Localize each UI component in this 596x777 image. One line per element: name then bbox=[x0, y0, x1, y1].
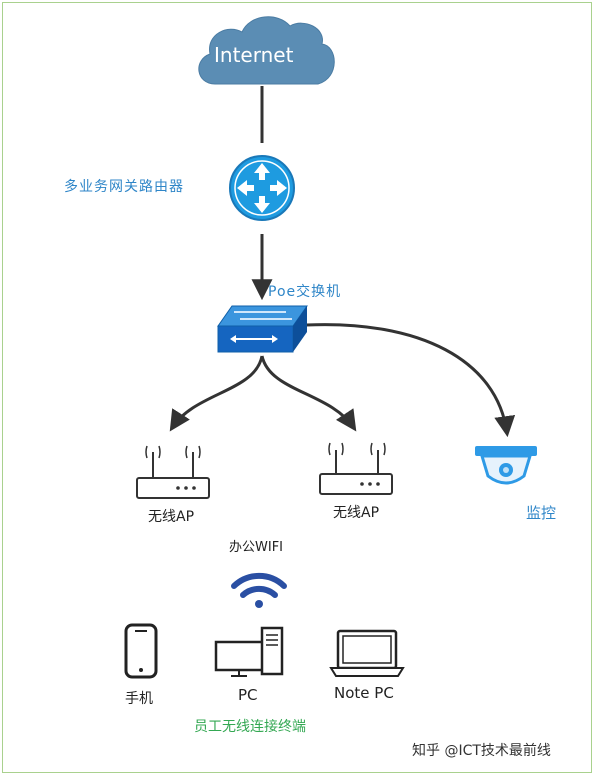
cloud-icon bbox=[198, 16, 335, 85]
pc-label: PC bbox=[238, 686, 258, 704]
switch-camera-link bbox=[305, 323, 516, 438]
access-point-icon-left bbox=[136, 445, 210, 499]
office-wifi-label: 办公WIFI bbox=[229, 540, 283, 555]
camera-label: 监控 bbox=[526, 504, 557, 522]
router-label: 多业务网关路由器 bbox=[64, 179, 184, 195]
switch-ap-left-link bbox=[169, 355, 264, 432]
internet-label: Internet bbox=[214, 43, 294, 67]
switch-icon bbox=[217, 305, 308, 353]
ap-right-label: 无线AP bbox=[333, 505, 380, 521]
watermark: 知乎 @ICT技术最前线 bbox=[412, 743, 551, 759]
desktop-pc-icon bbox=[214, 626, 284, 677]
router-icon bbox=[229, 155, 295, 221]
phone-icon bbox=[124, 623, 158, 679]
ap-left-label: 无线AP bbox=[148, 509, 195, 525]
access-point-icon-right bbox=[319, 442, 393, 495]
poe-switch-label: Poe交换机 bbox=[268, 284, 342, 300]
terminals-label: 员工无线连接终端 bbox=[194, 719, 306, 735]
wifi-icon bbox=[231, 572, 287, 608]
camera-icon bbox=[475, 446, 537, 485]
notebook-label: Note PC bbox=[334, 684, 394, 702]
switch-ap-right-link bbox=[260, 355, 357, 432]
phone-label: 手机 bbox=[125, 691, 153, 707]
laptop-icon bbox=[329, 629, 405, 677]
